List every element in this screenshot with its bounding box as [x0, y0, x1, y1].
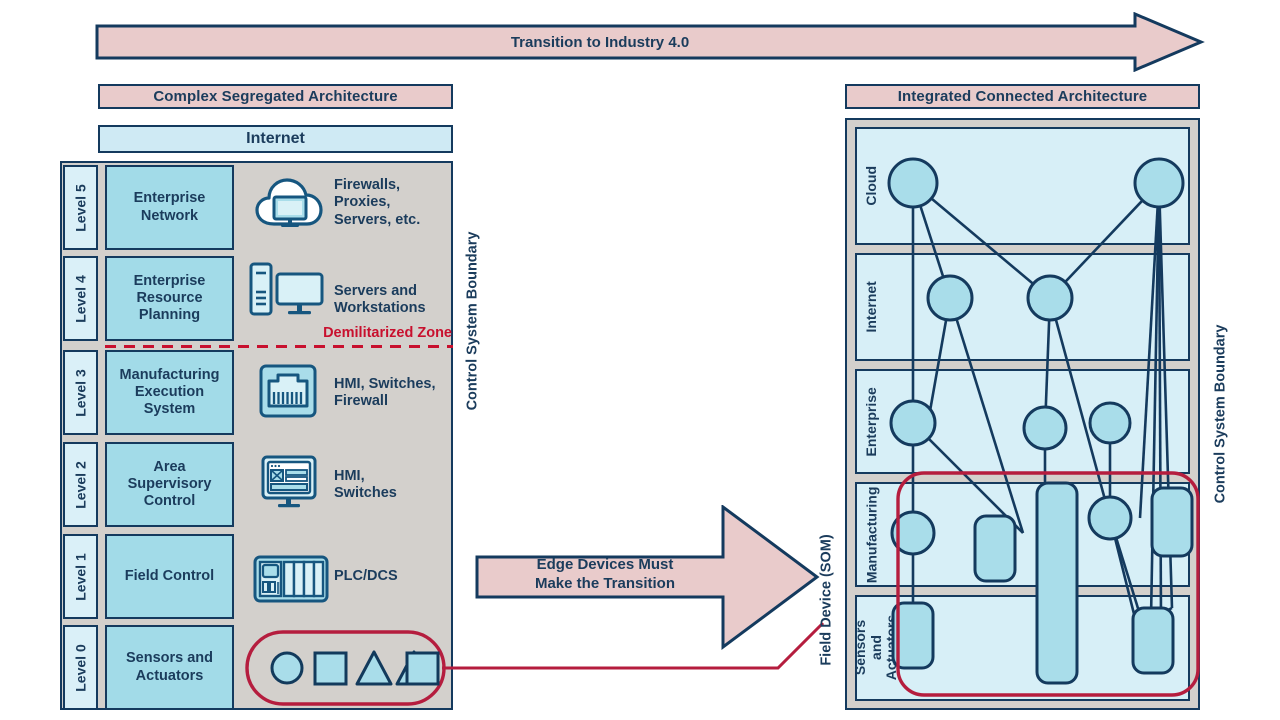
field-device-highlight-outline	[896, 471, 1200, 697]
level-box-field-control: Field Control	[105, 534, 234, 619]
level-1-devices-label: PLC/DCS	[334, 568, 398, 585]
node-manufacturing-2	[973, 514, 1017, 583]
level-box-5-label: Enterprise Network	[133, 190, 206, 224]
field-device-som-label: Field Device (SOM)	[819, 534, 835, 666]
level-box-mes: Manufacturing Execution System	[105, 350, 234, 435]
level-5-devices-label: Firewalls, Proxies, Servers, etc.	[334, 177, 421, 228]
transition-banner-arrow	[95, 12, 1205, 72]
node-enterprise-1	[889, 399, 937, 447]
node-sensor-1	[891, 601, 935, 670]
node-manufacturing-3	[1035, 481, 1079, 685]
server-workstation-icon	[249, 262, 324, 316]
ethernet-port-icon	[259, 364, 317, 418]
node-cloud-2	[1133, 157, 1185, 209]
node-enterprise-3	[1088, 401, 1132, 445]
node-internet-1	[926, 274, 974, 322]
demilitarized-zone-label: Demilitarized Zone	[323, 325, 452, 341]
internet-bar: Internet	[98, 125, 453, 153]
level-box-3-label: Manufacturing Execution System	[119, 366, 220, 418]
hmi-monitor-icon	[261, 455, 317, 508]
level-tab-3: Level 3	[63, 350, 98, 435]
node-manufacturing-5	[1150, 486, 1194, 558]
level-box-1-label: Field Control	[124, 567, 215, 584]
level-tab-4: Level 4	[63, 256, 98, 341]
level-tab-1: Level 1	[63, 534, 98, 619]
edge-devices-arrow	[475, 505, 820, 650]
node-enterprise-2	[1022, 405, 1068, 451]
connected-architecture-graph	[887, 157, 1194, 685]
edge-devices-arrow-label: Edge Devices Must Make the Transition	[534, 556, 676, 592]
left-control-system-boundary-label: Control System Boundary	[464, 231, 481, 411]
level-box-sensors-actuators: Sensors and Actuators	[105, 625, 234, 710]
level-box-4-label: Enterprise Resource Planning	[133, 272, 206, 324]
node-sensor-2	[1131, 606, 1175, 675]
level-box-enterprise-network: Enterprise Network	[105, 165, 234, 250]
node-manufacturing-1	[890, 510, 936, 556]
demilitarized-zone-dashed-line	[105, 345, 453, 348]
field-device-connector-line	[442, 621, 825, 670]
level-box-0-label: Sensors and Actuators	[125, 650, 214, 684]
right-panel-title: Integrated Connected Architecture	[845, 84, 1200, 109]
level-box-2-label: Area Supervisory Control	[127, 458, 212, 510]
level-box-area-supervisory-control: Area Supervisory Control	[105, 442, 234, 527]
transition-banner-label: Transition to Industry 4.0	[510, 33, 690, 51]
level-tab-2: Level 2	[63, 442, 98, 527]
node-cloud-1	[887, 157, 939, 209]
plc-rack-icon	[253, 555, 329, 603]
level-2-devices-label: HMI, Switches	[334, 467, 397, 501]
level-tab-5: Level 5	[63, 165, 98, 250]
level-4-devices-label: Servers and Workstations	[334, 282, 426, 316]
band-internet	[855, 253, 1190, 361]
node-internet-2	[1026, 274, 1074, 322]
level-3-devices-label: HMI, Switches, Firewall	[334, 375, 436, 409]
level-tab-0: Level 0	[63, 625, 98, 710]
level-box-erp: Enterprise Resource Planning	[105, 256, 234, 341]
right-control-system-boundary-label: Control System Boundary	[1212, 324, 1229, 504]
sensor-shape-square-last	[405, 651, 440, 686]
node-manufacturing-4	[1087, 495, 1133, 541]
left-panel-title: Complex Segregated Architecture	[98, 84, 453, 109]
cloud-computer-icon	[255, 178, 323, 227]
